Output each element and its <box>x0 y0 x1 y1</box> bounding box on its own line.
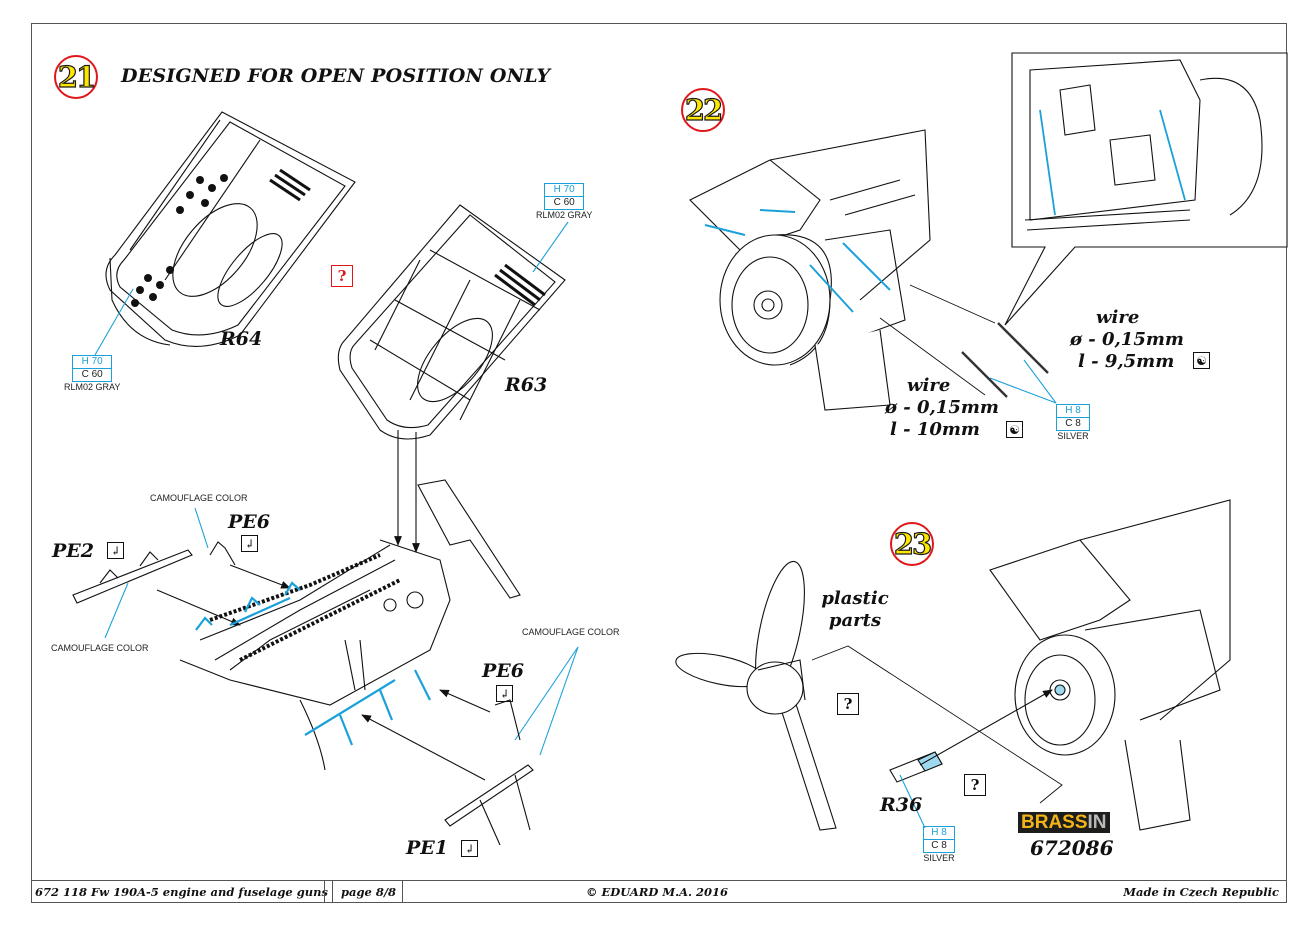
wire-material-icon: ☯ <box>1193 352 1210 369</box>
bend-icon: ↲ <box>461 840 478 857</box>
footer-divider <box>402 881 403 902</box>
footer-origin: Made in Czech Republic <box>1123 884 1279 899</box>
paint-leader-lines-22 <box>989 359 1057 404</box>
step-number-22: 22 <box>681 88 725 132</box>
paint-code-c: C 8 <box>1065 418 1081 429</box>
engine-cowling-drawing-23 <box>989 499 1231 831</box>
wire-spec-b: wire ø - 0,15mm l - 10mm <box>885 375 1010 441</box>
paint-name: RLM02 GRAY <box>64 382 121 392</box>
footer-page-number: page 8/8 <box>341 884 397 899</box>
wire-label: wire <box>1096 307 1140 328</box>
wire-diameter: ø - 0,15mm <box>1070 329 1184 350</box>
propeller-drawing <box>675 560 837 831</box>
paint-code-c: C 60 <box>81 369 103 380</box>
part-label-pe1: PE1 <box>406 837 448 859</box>
wire-diameter: ø - 0,15mm <box>885 397 999 418</box>
part-label-r63: R63 <box>505 374 548 396</box>
paint-code-h: H 8 <box>924 827 954 840</box>
question-mark-badge: ? <box>837 693 859 715</box>
plastic-parts-label: plastic parts <box>815 588 895 632</box>
footer-kit-title: 672 118 Fw 190A-5 engine and fuselage gu… <box>35 884 328 899</box>
camouflage-color-label: CAMOUFLAGE COLOR <box>150 493 248 503</box>
wire-spec-a: wire ø - 0,15mm l - 9,5mm <box>1070 307 1185 373</box>
page-frame <box>31 23 1287 903</box>
step-21-heading: DESIGNED FOR OPEN POSITION ONLY <box>121 65 551 87</box>
paint-leader-lines-21 <box>94 221 579 756</box>
parts-label: parts <box>828 610 882 631</box>
question-mark-badge: ? <box>964 774 986 796</box>
paint-code-h: H 8 <box>1057 405 1089 418</box>
part-label-pe6-top: PE6 <box>228 511 270 533</box>
part-label-pe6-right: PE6 <box>482 660 524 682</box>
r63-cowling-panel-drawing <box>337 204 566 553</box>
pe-parts-blue-highlights <box>195 581 431 746</box>
wire-length: l - 9,5mm <box>1078 351 1175 372</box>
brassin-product-code: 672086 <box>1030 836 1114 860</box>
inset-wire-highlights <box>1039 109 1186 216</box>
wire-length: l - 10mm <box>890 419 980 440</box>
part-label-r64: R64 <box>220 328 263 350</box>
step-number-21: 21 <box>54 55 98 99</box>
plastic-label: plastic <box>821 588 889 609</box>
paint-name: RLM02 GRAY <box>536 210 593 220</box>
wire-label: wire <box>907 375 951 396</box>
step-number-23: 23 <box>890 522 934 566</box>
question-mark-badge-21: ? <box>331 265 353 287</box>
brassin-leader <box>811 645 1063 804</box>
paint-code-h: H 70 <box>545 184 584 197</box>
fuselage-guns-drawing <box>72 479 534 846</box>
detail-inset-22 <box>1004 52 1288 326</box>
spinner-shaft-r36 <box>889 689 1053 783</box>
paint-code-h: H 70 <box>73 356 112 369</box>
paint-code-c: C 8 <box>931 840 947 851</box>
part-label-r36: R36 <box>880 794 923 816</box>
paint-name: SILVER <box>923 853 955 863</box>
paint-name: SILVER <box>1057 431 1089 441</box>
brassin-in-text: IN <box>1087 811 1107 833</box>
bend-icon: ↲ <box>107 542 124 559</box>
footer-divider <box>332 881 333 902</box>
engine-cowling-drawing-22 <box>689 129 1049 411</box>
camouflage-color-label: CAMOUFLAGE COLOR <box>522 627 620 637</box>
camouflage-color-label: CAMOUFLAGE COLOR <box>51 643 149 653</box>
brassin-brass-text: BRASS <box>1021 811 1088 833</box>
bend-icon: ↲ <box>496 685 513 702</box>
paint-leader-line-23 <box>899 774 926 829</box>
footer-copyright: © EDUARD M.A. 2016 <box>586 884 729 899</box>
r64-cowling-panel-drawing <box>105 111 356 347</box>
wire-material-icon: ☯ <box>1006 421 1023 438</box>
bend-icon: ↲ <box>241 535 258 552</box>
footer-divider <box>324 881 325 902</box>
paint-code-c: C 60 <box>553 197 575 208</box>
part-label-pe2: PE2 <box>52 540 94 562</box>
footer-bar: 672 118 Fw 190A-5 engine and fuselage gu… <box>31 880 1287 903</box>
wire-blue-highlights-22 <box>704 209 891 313</box>
